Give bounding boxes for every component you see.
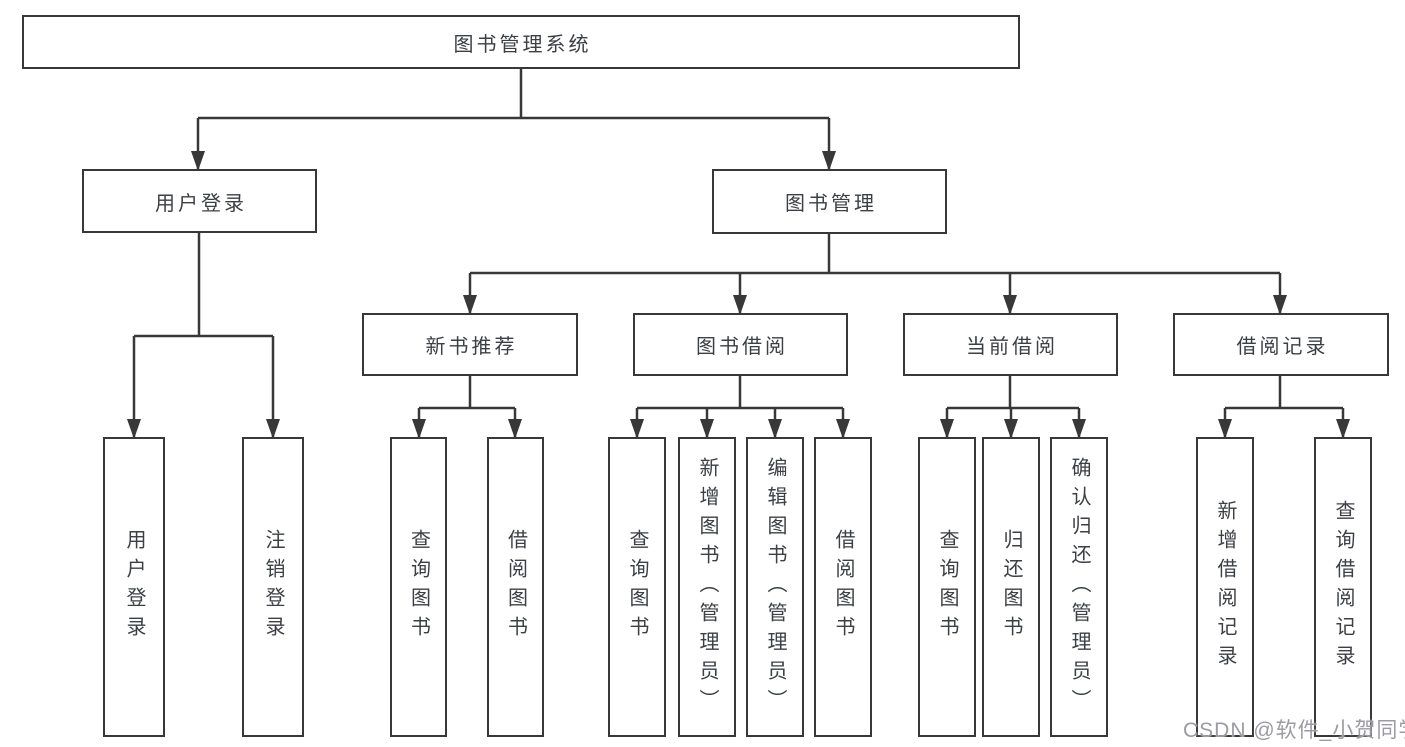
leaf-query-borrow-record: 查询借阅记录: [1314, 437, 1372, 737]
leaf-current-query-books: 查询图书: [918, 437, 976, 737]
leaf-add-borrow-record: 新增借阅记录: [1196, 437, 1254, 737]
node-book-borrowing: 图书借阅: [633, 313, 848, 376]
node-current-borrowing: 当前借阅: [903, 313, 1118, 376]
leaf-user-login: 用户登录: [103, 437, 165, 737]
leaf-confirm-return-admin: 确认归还（管理员）: [1050, 437, 1108, 737]
node-root: 图书管理系统: [22, 15, 1020, 69]
node-borrowing-records: 借阅记录: [1173, 313, 1389, 376]
connector-arrows: [127, 118, 1350, 439]
leaf-return-books: 归还图书: [982, 437, 1040, 737]
leaf-edit-books-admin: 编辑图书（管理员）: [746, 437, 804, 737]
node-user-login: 用户登录: [82, 169, 317, 233]
leaf-recommend-borrow-books: 借阅图书: [487, 437, 544, 737]
watermark: CSDN @软件_小贺同学: [1183, 719, 1405, 742]
leaf-add-books-admin: 新增图书（管理员）: [678, 437, 736, 737]
node-book-management: 图书管理: [712, 169, 947, 234]
leaf-borrow-query-books: 查询图书: [608, 437, 666, 737]
leaf-recommend-query-books: 查询图书: [390, 437, 447, 737]
leaf-borrow-books: 借阅图书: [814, 437, 872, 737]
node-new-book-recommendation: 新书推荐: [362, 313, 578, 376]
leaf-logout: 注销登录: [242, 437, 304, 737]
